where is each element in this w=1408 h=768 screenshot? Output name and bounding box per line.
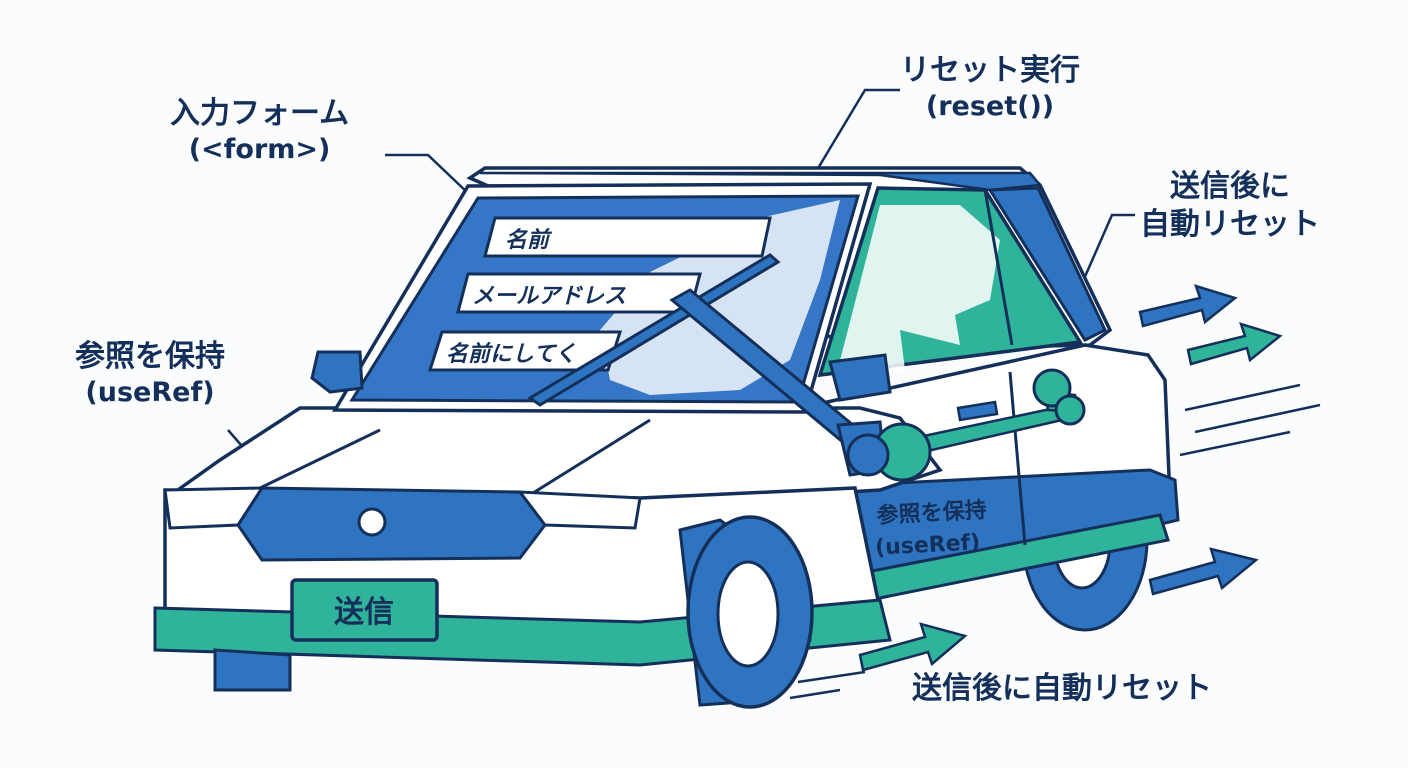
form-field-email-label: メールアドレス	[472, 284, 626, 309]
side-window	[817, 186, 1083, 380]
door-label-sub: (useRef)	[874, 530, 980, 560]
form-field-name-label: 名前	[505, 227, 553, 253]
arrow-4	[858, 622, 968, 672]
callout-reset: リセット実行 (reset())	[900, 52, 1080, 123]
callout-auto-reset-line1: 送信後に	[1170, 169, 1290, 204]
callout-bottom-reset: 送信後に自動リセット	[912, 670, 1212, 708]
ref-mechanism	[846, 368, 1086, 482]
front-wheel	[678, 515, 814, 709]
arrow-1	[1138, 284, 1238, 328]
form-field-name-confirm-label: 名前にしてく	[446, 341, 577, 367]
speed-line-5	[789, 688, 841, 700]
callout-form-title: 入力フォーム	[170, 96, 350, 131]
form-field-email[interactable]: メールアドレス	[456, 272, 702, 314]
arrow-3	[1148, 547, 1259, 596]
callout-useref-title: 参照を保持	[75, 339, 225, 374]
speed-line-1	[1184, 383, 1301, 412]
callout-useref-sub: (useRef)	[85, 376, 215, 408]
arrow-2	[1186, 322, 1283, 366]
callout-bottom-reset-text: 送信後に自動リセット	[912, 671, 1212, 706]
form-field-name-confirm[interactable]: 名前にしてく	[427, 330, 623, 372]
speed-line-2	[1194, 403, 1321, 434]
speed-line-4	[797, 670, 866, 684]
callout-form: 入力フォーム (<form>)	[170, 95, 349, 166]
form-field-name[interactable]: 名前	[483, 216, 772, 258]
submit-button-label: 送信	[334, 595, 394, 630]
callout-form-sub: (<form>)	[188, 133, 331, 165]
motion-arrows	[789, 284, 1321, 700]
door-label-title: 参照を保持	[876, 497, 987, 529]
door-label: 参照を保持 (useRef)	[874, 497, 987, 561]
car-front	[153, 406, 943, 692]
leader-auto-reset	[1078, 213, 1135, 289]
callout-reset-title: リセット実行	[900, 53, 1080, 88]
leader-form	[385, 153, 471, 196]
submit-button[interactable]: 送信	[290, 578, 439, 642]
form-fields: 名前 メールアドレス 名前にしてく	[427, 216, 772, 372]
callout-reset-sub: (reset())	[925, 90, 1055, 122]
callout-auto-reset: 送信後に 自動リセット	[1140, 168, 1320, 243]
speed-line-3	[1179, 430, 1291, 457]
callout-auto-reset-line2: 自動リセット	[1140, 206, 1320, 242]
side-mirrors	[310, 350, 892, 402]
callout-useref: 参照を保持 (useRef)	[75, 338, 225, 409]
